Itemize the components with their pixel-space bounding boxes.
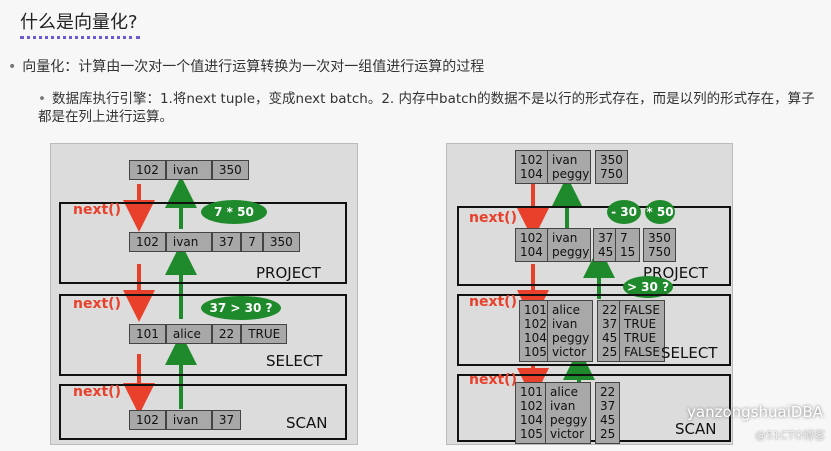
next-label: next() <box>469 372 517 388</box>
column: 350 750 <box>595 150 628 184</box>
select-label: SELECT <box>661 344 718 362</box>
cell: ivan <box>165 410 212 430</box>
left-project-row: 102 ivan 37 7 350 <box>129 232 300 252</box>
project-op: 7 * 50 <box>201 200 267 224</box>
select-op: 37 > 30 ? <box>201 296 281 320</box>
column: 22 37 45 25 <box>595 382 621 444</box>
column: alice ivan peggy victor <box>545 382 591 444</box>
scan-label: SCAN <box>286 414 328 432</box>
column: ivan peggy <box>547 150 591 184</box>
column: FALSE TRUE TRUE FALSE <box>619 300 665 362</box>
cell: 37 <box>211 410 242 430</box>
left-project-frame <box>59 202 347 284</box>
left-arrows <box>123 176 197 415</box>
column: 101 102 104 105 <box>515 382 548 444</box>
cell: alice <box>165 324 212 344</box>
next-label: next() <box>469 294 517 310</box>
cell: 350 <box>262 232 300 252</box>
cell: 37 <box>211 232 242 252</box>
next-label: next() <box>469 210 517 226</box>
watermark-source: @51CTO博客 <box>754 429 825 442</box>
cell: 102 <box>129 160 166 180</box>
bullet-text: 向量化：计算由一次对一个值进行运算转换为一次对一组值进行运算的过程 <box>22 59 485 75</box>
left-scan-frame <box>59 384 347 440</box>
left-scan-row: 102 ivan 37 <box>129 410 242 430</box>
right-scan-frame <box>457 374 731 442</box>
cell: 102 <box>129 232 166 252</box>
right-project-frame <box>457 206 731 286</box>
select-op: > 30 ? <box>623 276 673 298</box>
project-op-1: - 30 <box>607 200 641 224</box>
column: 102 104 <box>515 228 548 262</box>
left-top-row: 102 ivan 350 <box>129 160 249 180</box>
column: 101 102 104 105 <box>519 300 552 362</box>
cell: 350 <box>211 160 249 180</box>
right-select-frame <box>457 294 731 366</box>
left-diagram: 102 ivan 350 next() 7 * 50 102 ivan 37 7… <box>50 143 358 445</box>
column: 350 750 <box>643 228 676 262</box>
left-select-row: 101 alice 22 TRUE <box>129 324 288 344</box>
cell: 22 <box>211 324 242 344</box>
right-diagram: 102 104 ivan peggy 350 750 next() - 30 *… <box>446 143 733 445</box>
bullet-vectorization: •向量化：计算由一次对一个值进行运算转换为一次对一组值进行运算的过程 <box>8 59 485 75</box>
bullet-engine: •数据库执行引擎：1.将next tuple，变成next batch。2. 内… <box>38 91 815 125</box>
left-select-frame <box>59 294 347 376</box>
scan-label: SCAN <box>675 420 717 438</box>
cell: ivan <box>165 232 212 252</box>
title-underline <box>20 34 140 39</box>
next-label: next() <box>73 202 121 218</box>
select-label: SELECT <box>266 352 323 370</box>
bullet-text: 数据库执行引擎：1.将next tuple，变成next batch。2. 内存… <box>38 91 815 125</box>
column: 102 104 <box>515 150 548 184</box>
page-title: 什么是向量化? <box>20 12 138 33</box>
cell: TRUE <box>241 324 288 344</box>
cell: 102 <box>129 410 166 430</box>
cell: 7 <box>241 232 263 252</box>
column: 37 45 <box>593 228 619 262</box>
project-label: PROJECT <box>256 264 321 282</box>
next-label: next() <box>73 296 121 312</box>
column: 7 15 <box>615 228 641 262</box>
cell: 101 <box>129 324 166 344</box>
watermark: yanzongshuaiDBA <box>687 403 823 421</box>
project-op-2: * 50 <box>645 200 675 224</box>
column: alice ivan peggy victor <box>547 300 593 362</box>
column: ivan peggy <box>547 228 591 262</box>
cell: ivan <box>165 160 212 180</box>
next-label: next() <box>73 384 121 400</box>
